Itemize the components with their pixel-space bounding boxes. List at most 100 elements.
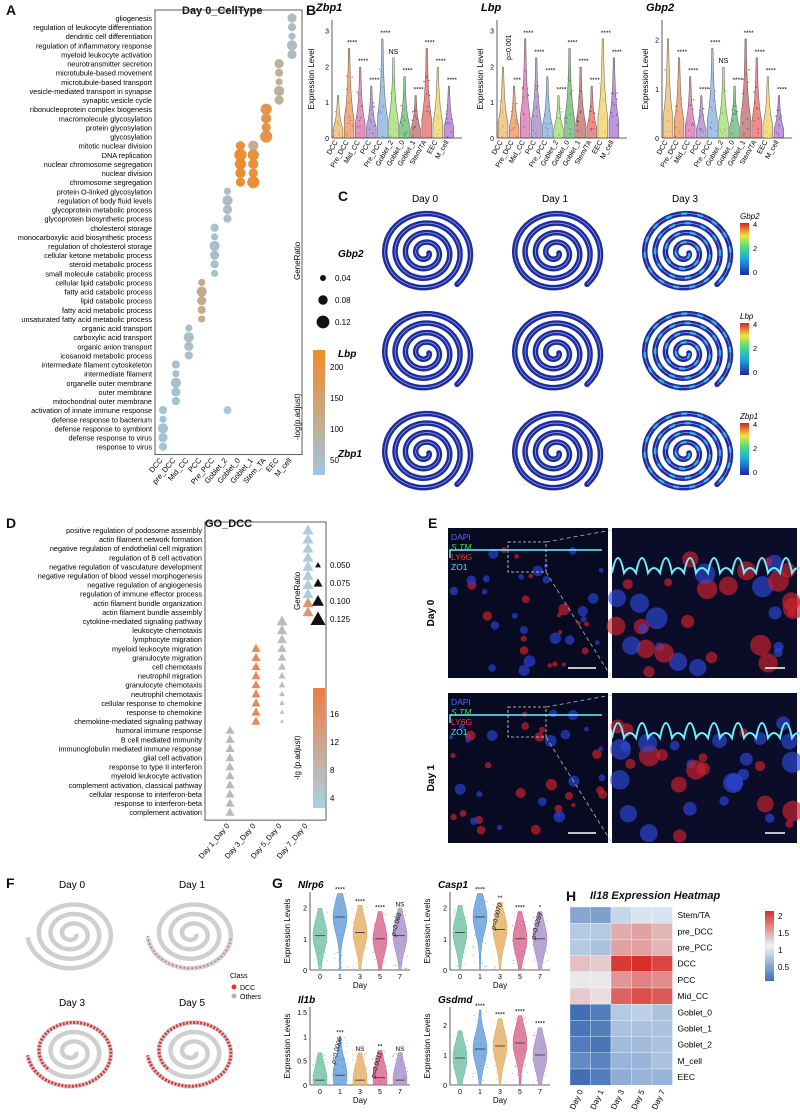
b-point bbox=[719, 107, 722, 109]
a-color-tick: 50 bbox=[330, 456, 339, 465]
e-zo1-edge-zoom bbox=[611, 722, 800, 741]
a-dot bbox=[198, 278, 206, 287]
g-point bbox=[475, 1019, 477, 1021]
b-point bbox=[588, 110, 591, 113]
d-triangle bbox=[276, 624, 288, 635]
b-point bbox=[523, 126, 525, 128]
b-point bbox=[411, 119, 414, 121]
e-cell bbox=[518, 573, 525, 580]
b-point bbox=[357, 93, 360, 95]
b-point bbox=[756, 108, 758, 110]
d-term-label: granulocyte migration bbox=[132, 653, 202, 662]
b-point bbox=[742, 93, 744, 95]
h-cell bbox=[590, 939, 612, 956]
b-signif: **** bbox=[699, 87, 710, 94]
g-point bbox=[323, 956, 325, 959]
d-triangle bbox=[251, 652, 261, 661]
g-point bbox=[523, 967, 525, 970]
b-point bbox=[743, 133, 745, 135]
b-point bbox=[368, 128, 371, 131]
g-signif: NS bbox=[355, 1046, 365, 1053]
b-point bbox=[676, 81, 679, 83]
g-point bbox=[456, 965, 458, 967]
d-term-label: myeloid leukocyte activation bbox=[111, 772, 202, 781]
b-point bbox=[768, 99, 770, 102]
g-point bbox=[333, 1048, 335, 1050]
a-dot bbox=[158, 406, 168, 415]
g-signif: **** bbox=[375, 905, 386, 912]
b-point bbox=[425, 76, 428, 78]
d-triangle bbox=[278, 672, 286, 679]
e-zoom-cell bbox=[767, 570, 789, 592]
b-point bbox=[601, 99, 604, 101]
g-point bbox=[352, 919, 354, 921]
g-point bbox=[512, 962, 515, 965]
h-cell bbox=[569, 1020, 591, 1037]
e-day-label: Day 0 bbox=[426, 599, 437, 626]
b-point bbox=[548, 110, 551, 113]
e-overview-image bbox=[448, 528, 608, 678]
b-point bbox=[699, 116, 701, 118]
b-point bbox=[525, 70, 527, 72]
h-cell bbox=[590, 987, 612, 1005]
b-point bbox=[560, 107, 562, 110]
b-point bbox=[356, 126, 359, 128]
g-signif: **** bbox=[335, 887, 346, 894]
b-point bbox=[537, 95, 540, 97]
b-point bbox=[588, 119, 590, 121]
b-point bbox=[334, 111, 336, 113]
b-point bbox=[403, 135, 406, 137]
b-point bbox=[516, 102, 518, 105]
b-point bbox=[578, 96, 581, 99]
h-cell bbox=[631, 955, 653, 972]
a-dot bbox=[274, 85, 285, 97]
b-point bbox=[360, 117, 362, 119]
b-signif: **** bbox=[347, 39, 358, 46]
b-point bbox=[709, 126, 711, 129]
b-point bbox=[748, 69, 750, 71]
b-point bbox=[535, 105, 538, 107]
f-legend-dot bbox=[231, 993, 237, 999]
b-point bbox=[535, 107, 538, 110]
b-point bbox=[446, 136, 449, 138]
g-day-tick: 5 bbox=[518, 1089, 522, 1096]
b-violin bbox=[751, 57, 762, 139]
e-cell bbox=[519, 646, 529, 655]
h-cell bbox=[631, 1020, 653, 1037]
h-col-label: Day 7 bbox=[650, 1088, 667, 1111]
d-size-legend-mark bbox=[315, 562, 321, 568]
b-point bbox=[616, 98, 618, 100]
g-point bbox=[404, 914, 407, 917]
a-term-label: activation of innate immune response bbox=[31, 406, 152, 415]
b-point bbox=[412, 128, 415, 130]
b-point bbox=[675, 127, 677, 129]
g-point bbox=[364, 1057, 366, 1059]
e-zo1-edge bbox=[449, 714, 602, 723]
a-dot bbox=[222, 204, 233, 215]
b-point bbox=[438, 128, 440, 131]
g-point bbox=[340, 954, 343, 956]
b-point bbox=[748, 136, 750, 139]
g-point bbox=[494, 967, 496, 969]
a-term-label: organelle outer membrane bbox=[66, 379, 152, 388]
b-point bbox=[499, 100, 501, 102]
b-point bbox=[699, 129, 702, 132]
d-triangle bbox=[277, 643, 287, 652]
g-point bbox=[531, 943, 534, 946]
b-point bbox=[359, 125, 361, 128]
a-dot bbox=[248, 158, 259, 170]
g-y-label: Expression Levels bbox=[283, 899, 292, 964]
b-point bbox=[592, 128, 595, 130]
b-point bbox=[766, 125, 768, 128]
a-size-legend-dot bbox=[318, 295, 328, 305]
b-signif: **** bbox=[755, 49, 766, 56]
a-term-label: protein glycosylation bbox=[86, 123, 152, 132]
g-point bbox=[485, 965, 488, 967]
b-point bbox=[601, 117, 603, 120]
e-cell bbox=[581, 647, 589, 655]
e-cell bbox=[521, 595, 530, 604]
h-cell bbox=[631, 971, 653, 989]
d-size-legend-mark bbox=[310, 611, 326, 625]
g-point bbox=[336, 951, 339, 954]
e-zoom-cell bbox=[639, 824, 658, 843]
